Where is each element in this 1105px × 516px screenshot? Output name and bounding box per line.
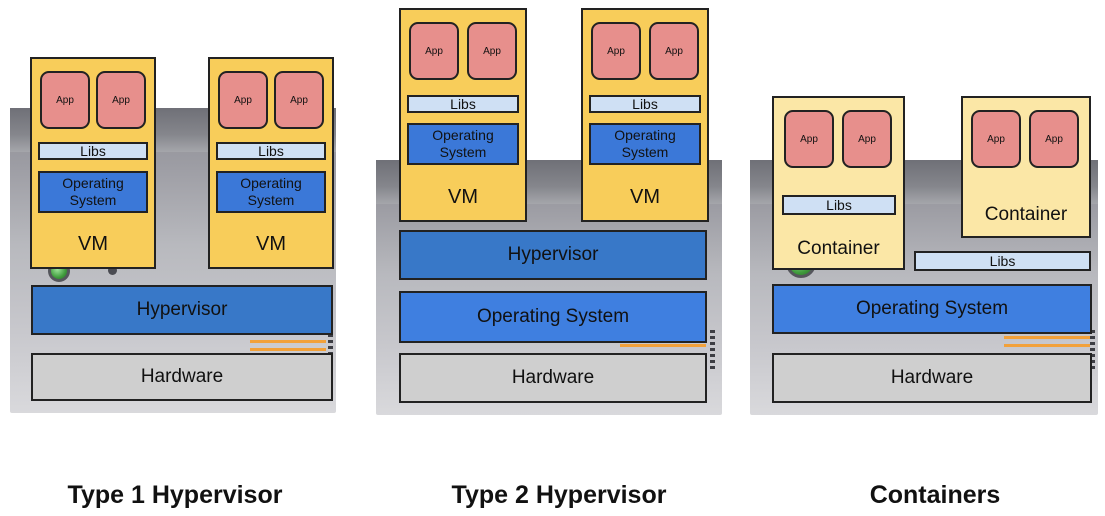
app-box: App xyxy=(591,22,641,80)
vm-label: VM xyxy=(78,233,108,255)
libs-box: Libs xyxy=(782,195,896,215)
host-os-layer: Operating System xyxy=(772,284,1092,334)
guest-os-box: Operating System xyxy=(38,171,148,213)
drive-light xyxy=(250,340,326,343)
hardware-layer: Hardware xyxy=(772,353,1092,403)
drive-light xyxy=(250,348,326,351)
vent-grille xyxy=(328,328,333,368)
libs-box: Libs xyxy=(216,142,326,160)
guest-os-box: Operating System xyxy=(589,123,701,165)
hypervisor-layer: Hypervisor xyxy=(399,230,707,280)
hypervisor-layer: Hypervisor xyxy=(31,285,333,335)
app-box: App xyxy=(218,71,268,129)
vm-box: App App Libs Operating System VM xyxy=(399,8,527,222)
drive-light xyxy=(620,344,706,347)
vm-box: App App Libs Operating System VM xyxy=(208,57,334,269)
vm-label: VM xyxy=(256,233,286,255)
vm-label: VM xyxy=(448,186,478,208)
hardware-layer: Hardware xyxy=(31,353,333,401)
type2-caption: Type 2 Hypervisor xyxy=(451,481,667,509)
container-label: Container xyxy=(984,204,1068,225)
type1-caption: Type 1 Hypervisor xyxy=(67,481,283,509)
libs-box: Libs xyxy=(589,95,701,113)
shared-libs-box: Libs xyxy=(914,251,1091,271)
app-box: App xyxy=(467,22,517,80)
vm-label: VM xyxy=(630,186,660,208)
app-box: App xyxy=(649,22,699,80)
host-os-layer: Operating System xyxy=(399,291,707,343)
app-box: App xyxy=(274,71,324,129)
hardware-layer: Hardware xyxy=(399,353,707,403)
app-box: App xyxy=(96,71,146,129)
app-box: App xyxy=(842,110,892,168)
indicator-dot xyxy=(108,266,117,275)
app-box: App xyxy=(40,71,90,129)
app-box: App xyxy=(971,110,1021,168)
app-box: App xyxy=(409,22,459,80)
containers-caption: Containers xyxy=(869,481,1001,509)
app-box: App xyxy=(1029,110,1079,168)
libs-box: Libs xyxy=(38,142,148,160)
drive-light xyxy=(1004,336,1090,339)
guest-os-box: Operating System xyxy=(216,171,326,213)
container-box: App App Libs Container xyxy=(772,96,905,270)
app-box: App xyxy=(784,110,834,168)
guest-os-box: Operating System xyxy=(407,123,519,165)
container-box: App App Container xyxy=(961,96,1091,238)
libs-box: Libs xyxy=(407,95,519,113)
vent-grille xyxy=(1090,330,1095,370)
vent-grille xyxy=(710,330,715,370)
vm-box: App App Libs Operating System VM xyxy=(581,8,709,222)
container-label: Container xyxy=(797,238,880,259)
drive-light xyxy=(1004,344,1090,347)
vm-box: App App Libs Operating System VM xyxy=(30,57,156,269)
